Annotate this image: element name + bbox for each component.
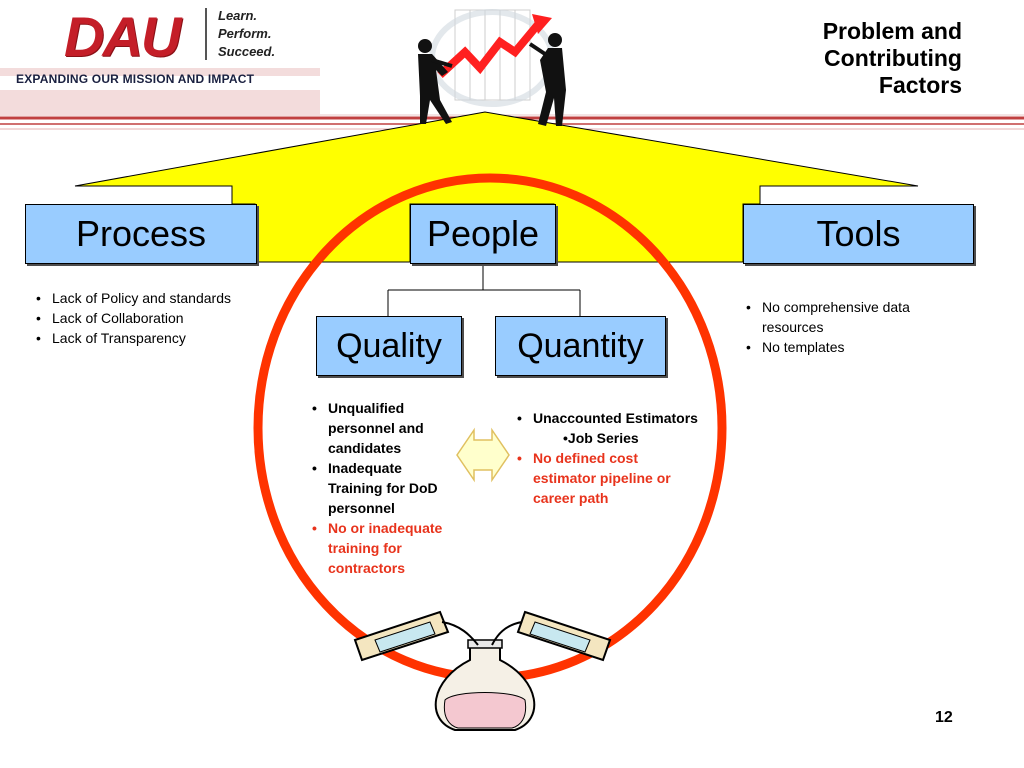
tools-box: Tools	[743, 204, 974, 264]
business-figures-icon	[418, 9, 566, 126]
dau-logo: DAU	[64, 5, 181, 68]
mission-banner: EXPANDING OUR MISSION AND IMPACT	[16, 72, 255, 86]
title-line-3: Factors	[878, 72, 962, 98]
list-item: No templates	[742, 337, 972, 357]
tools-factors-list: No comprehensive data resources No templ…	[742, 297, 972, 357]
tagline-learn: Learn.	[218, 8, 258, 23]
list-item: Unaccounted Estimators	[513, 408, 698, 428]
quality-factors-list: Unqualified personnel and candidates Ina…	[308, 398, 458, 578]
process-factors-list: Lack of Policy and standards Lack of Col…	[32, 288, 232, 348]
process-box: Process	[25, 204, 257, 264]
page-number: 12	[935, 709, 953, 726]
list-subitem: •Job Series	[563, 430, 639, 446]
list-item: No defined cost estimator pipeline or ca…	[513, 448, 698, 508]
double-arrow-icon	[456, 427, 510, 483]
title-line-2: Contributing	[824, 45, 962, 71]
tagline-succeed: Succeed.	[218, 44, 276, 59]
list-item: Lack of Policy and standards	[32, 288, 232, 308]
list-item: Lack of Transparency	[32, 328, 232, 348]
logo-divider	[205, 8, 207, 60]
tagline-perform: Perform.	[218, 26, 272, 41]
flask-icon	[353, 610, 612, 731]
list-item: No or inadequate training for contractor…	[308, 518, 458, 578]
quantity-factors-list: Unaccounted Estimators •Job Series No de…	[513, 408, 698, 508]
slide-title: Problem and Contributing Factors	[762, 18, 962, 99]
list-item: No comprehensive data resources	[742, 297, 972, 337]
people-box: People	[410, 204, 556, 264]
list-item: Unqualified personnel and candidates	[308, 398, 458, 458]
title-line-1: Problem and	[822, 18, 962, 44]
quality-box: Quality	[316, 316, 462, 376]
list-item: Lack of Collaboration	[32, 308, 232, 328]
quantity-box: Quantity	[495, 316, 666, 376]
people-connectors	[387, 262, 581, 316]
list-item: Inadequate Training for DoD personnel	[308, 458, 458, 518]
